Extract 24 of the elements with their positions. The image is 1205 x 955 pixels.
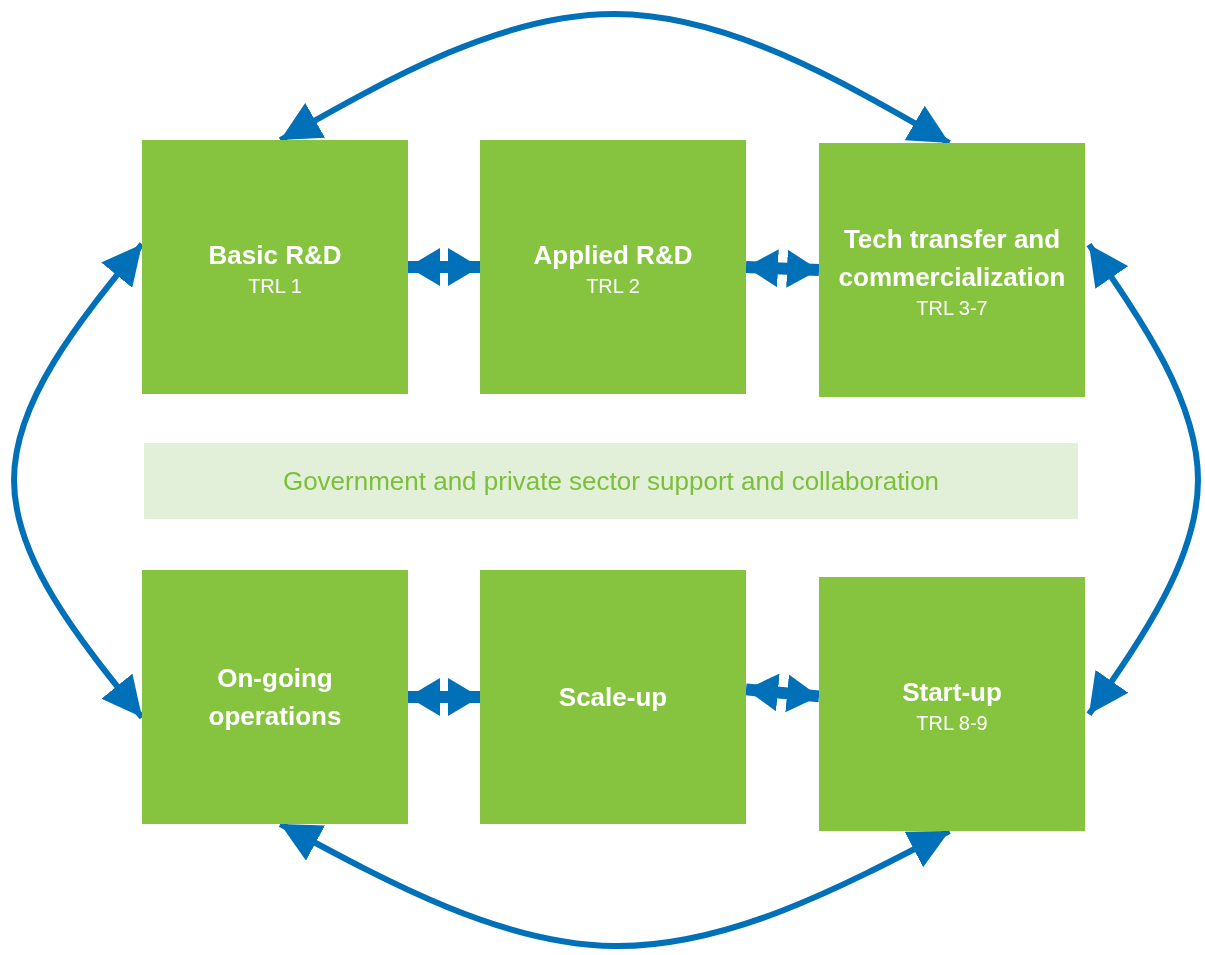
stage-box (142, 140, 408, 394)
double-arrow (745, 673, 820, 713)
double-arrow (408, 678, 480, 716)
trl-label: TRL 8-9 (916, 711, 988, 735)
double-arrow (745, 249, 820, 288)
trl-label: TRL 1 (248, 274, 302, 298)
stage-title: Tech transfer and commercialization (837, 223, 1067, 294)
stage-box (480, 570, 746, 824)
double-arrow (408, 248, 480, 286)
stage-title: Start-up (902, 676, 1002, 709)
double-arrow (278, 11, 951, 146)
support-band (144, 443, 1078, 519)
stage-title: Basic R&D (208, 239, 342, 272)
stage-box (480, 140, 746, 394)
stage-title: On-going operations (207, 662, 343, 733)
trl-label: TRL 2 (586, 274, 640, 298)
stage-box (819, 577, 1085, 831)
stage-title: Scale-up (558, 681, 668, 714)
band-label: Government and private sector support and collaboration (282, 465, 940, 498)
stage-title: Applied R&D (533, 239, 693, 272)
trl-label: TRL 3-7 (916, 296, 988, 320)
stage-box (819, 143, 1085, 397)
stage-box (142, 570, 408, 824)
double-arrow (1086, 242, 1201, 716)
